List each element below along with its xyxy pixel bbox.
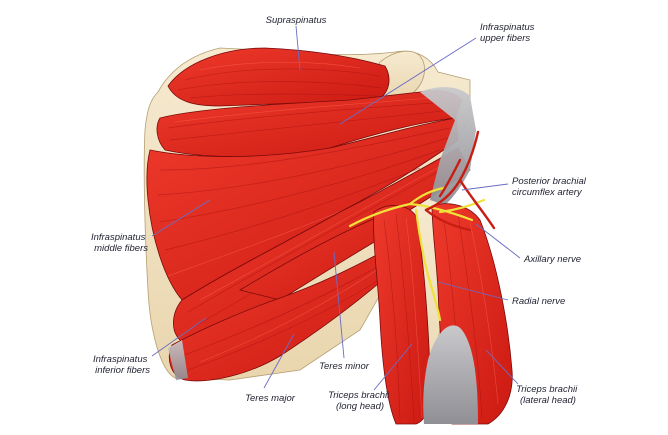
label-teres-minor: Teres minor xyxy=(319,361,370,372)
label-posterior-brachial-circumflex-artery: Posterior brachial circumflex artery xyxy=(512,176,589,198)
label-infraspinatus-inferior: Infraspinatus inferior fibers xyxy=(93,354,150,376)
infraspinatus-upper-muscle xyxy=(156,90,463,157)
leader-lines xyxy=(151,25,521,391)
label-supraspinatus: Supraspinatus xyxy=(266,15,327,26)
supraspinatus-fibers xyxy=(177,61,383,99)
label-infraspinatus-middle: Infraspinatus middle fibers xyxy=(91,232,148,254)
label-teres-major: Teres major xyxy=(245,393,296,404)
teres-major-fibers xyxy=(181,261,389,371)
label-radial-nerve: Radial nerve xyxy=(512,296,565,307)
label-triceps-long-head: Triceps brachii (long head) xyxy=(328,390,392,412)
teres-tendon xyxy=(168,340,188,380)
infraspinatus-upper-fibers xyxy=(167,97,453,141)
label-infraspinatus-upper: Infraspinatus upper fibers xyxy=(480,22,537,44)
infraspinatus-middle-muscle xyxy=(146,117,459,301)
label-axillary-nerve: Axillary nerve xyxy=(523,254,581,265)
triceps-long-fibers xyxy=(383,213,423,421)
teres-major-muscle xyxy=(168,251,393,382)
radial-nerve xyxy=(414,208,442,322)
triceps-tendon xyxy=(423,325,478,424)
supraspinatus-muscle xyxy=(167,47,390,107)
axillary-nerve xyxy=(348,186,486,228)
posterior-circumflex-artery xyxy=(424,130,496,232)
label-triceps-lateral-head: Triceps brachii (lateral head) xyxy=(516,384,580,406)
